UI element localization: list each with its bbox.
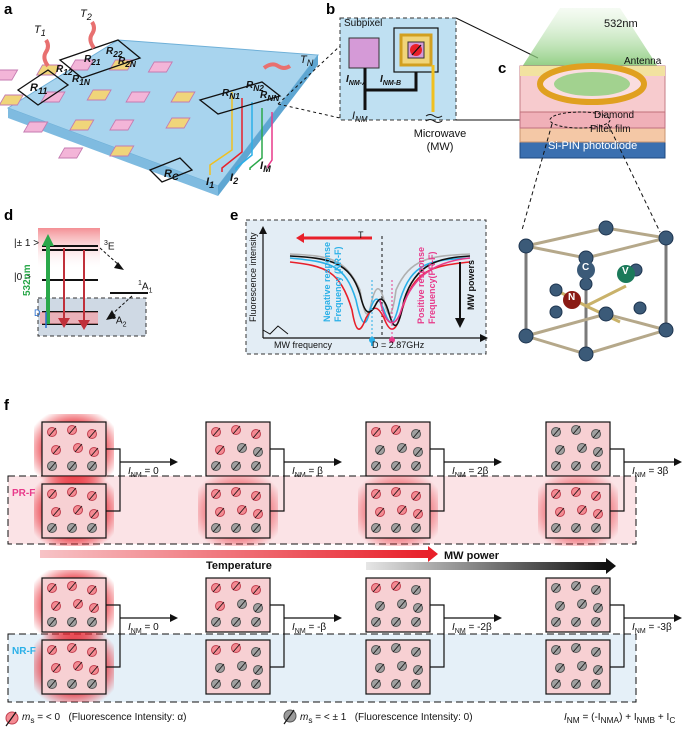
microwave-icon bbox=[425, 114, 443, 123]
label-temperature: Temperature bbox=[206, 560, 272, 572]
reference-box bbox=[148, 157, 194, 183]
label-rn1: RN1 bbox=[222, 88, 240, 101]
panel-e: e bbox=[230, 207, 488, 355]
nitrogen-atom bbox=[563, 291, 581, 309]
label-inma: INM-A bbox=[346, 74, 368, 87]
zoom-line-lower bbox=[277, 103, 341, 119]
label-532nm: 532nm bbox=[604, 18, 638, 30]
output-wires bbox=[209, 92, 273, 175]
label-inmb: INM-B bbox=[380, 74, 402, 87]
label-d: D bbox=[34, 308, 41, 318]
row-n-box bbox=[198, 81, 282, 115]
zoom-line-c-top bbox=[455, 17, 539, 59]
current-label: INM = -3β bbox=[632, 622, 672, 635]
legend-formula: INM = (-INMA) + INMB + IC bbox=[564, 712, 676, 725]
panel-b: b bbox=[326, 1, 457, 123]
label-rc: RC bbox=[164, 168, 179, 183]
panel-label-c: c bbox=[498, 60, 506, 77]
current-label: INM = 0 bbox=[128, 466, 159, 479]
label-photodiode: Si-PIN photodiode bbox=[548, 140, 638, 152]
label-filter: Filter film bbox=[590, 124, 631, 135]
zoom-line-upper bbox=[277, 45, 341, 105]
label-diamond: Diamond bbox=[594, 110, 635, 121]
current-label: INM = -β bbox=[292, 622, 327, 635]
legend-grey: ms = < ± 1 (Fluorescence Intensity: 0) bbox=[300, 712, 473, 725]
heat-t1 bbox=[42, 38, 50, 68]
label-r22: R22 bbox=[106, 46, 123, 59]
label-r1n: R1N bbox=[72, 74, 90, 87]
label-r11: R11 bbox=[30, 82, 48, 97]
label-atom-c: C bbox=[582, 262, 590, 273]
inm-wire bbox=[363, 72, 418, 110]
antenna-loop bbox=[399, 33, 433, 67]
label-t-arrow: T bbox=[358, 230, 364, 240]
label-prf-band: PR-F bbox=[12, 488, 36, 499]
label-mw-frequency: MW frequency bbox=[274, 340, 333, 350]
label-pm1: |± 1 > bbox=[14, 238, 40, 249]
label-mw-power: MW power bbox=[444, 550, 499, 562]
label-r21: R21 bbox=[84, 54, 101, 67]
row-2-box bbox=[58, 39, 142, 79]
pixel-columns bbox=[34, 414, 682, 702]
label-r12: R12 bbox=[56, 64, 73, 77]
current-label: INM = -2β bbox=[452, 622, 492, 635]
current-label: INM = 3β bbox=[632, 466, 669, 479]
current-label: INM = 0 bbox=[128, 622, 159, 635]
subpixel-box bbox=[339, 17, 457, 121]
label-1a1: 1A1 bbox=[138, 280, 153, 295]
label-i1: I1 bbox=[206, 176, 215, 191]
subpixel-a bbox=[348, 37, 380, 69]
label-inm: INM bbox=[352, 110, 368, 125]
label-d-value: D = 2.87GHz bbox=[372, 340, 425, 350]
panel-label-e: e bbox=[230, 207, 238, 224]
label-rn2: RN2 bbox=[246, 80, 264, 93]
label-rnn: RNN bbox=[260, 90, 280, 103]
label-fluorescence-axis: Fluorescence intensity bbox=[248, 232, 258, 322]
label-im: IM bbox=[260, 160, 271, 175]
legend-red: ms = < 0 (Fluorescence Intensity: α) bbox=[22, 712, 187, 725]
heat-tn bbox=[262, 62, 292, 70]
label-atom-n: N bbox=[568, 292, 576, 303]
label-mw-powers: MW powers bbox=[466, 259, 476, 310]
current-label: INM = 2β bbox=[452, 466, 489, 479]
lattice-atoms bbox=[518, 220, 674, 362]
label-atom-v: V bbox=[622, 266, 629, 277]
panel-f: f bbox=[4, 397, 682, 727]
panel-d: d bbox=[4, 207, 148, 337]
heat-t2 bbox=[88, 20, 96, 50]
carbon-atom bbox=[577, 261, 595, 279]
label-subpixel: Subpixel bbox=[344, 18, 383, 29]
label-i2: I2 bbox=[230, 172, 239, 187]
label-t1: T1 bbox=[34, 24, 46, 39]
label-3a2: 3A2 bbox=[112, 314, 127, 329]
label-532-green: 532nm bbox=[22, 264, 33, 296]
label-3e: 3E bbox=[104, 240, 115, 253]
odmr-curves bbox=[289, 253, 471, 330]
current-label: INM = β bbox=[292, 466, 323, 479]
panel-c: c bbox=[455, 8, 674, 362]
laser-beam bbox=[520, 8, 660, 70]
label-r2n: R2N bbox=[118, 56, 136, 69]
row-1-box bbox=[16, 69, 70, 106]
label-tn: TN bbox=[300, 54, 314, 69]
label-nrf-band: NR-F bbox=[12, 646, 36, 657]
mw-power-bar bbox=[366, 562, 606, 570]
label-zero: |0 > bbox=[14, 272, 31, 283]
vacancy-site bbox=[617, 265, 635, 283]
panel-label-a: a bbox=[4, 1, 13, 18]
panel-a: a bbox=[0, 1, 341, 196]
panel-label-b: b bbox=[326, 1, 335, 18]
temperature-bar bbox=[40, 550, 428, 558]
label-antenna: Antenna bbox=[624, 56, 662, 67]
label-microwave: Microwave(MW) bbox=[413, 128, 467, 153]
zoom-ellipse bbox=[549, 111, 611, 129]
spectrum-box bbox=[245, 219, 487, 355]
label-t2: T2 bbox=[80, 8, 92, 23]
panel-label-f: f bbox=[4, 397, 10, 414]
panel-label-d: d bbox=[4, 207, 13, 224]
